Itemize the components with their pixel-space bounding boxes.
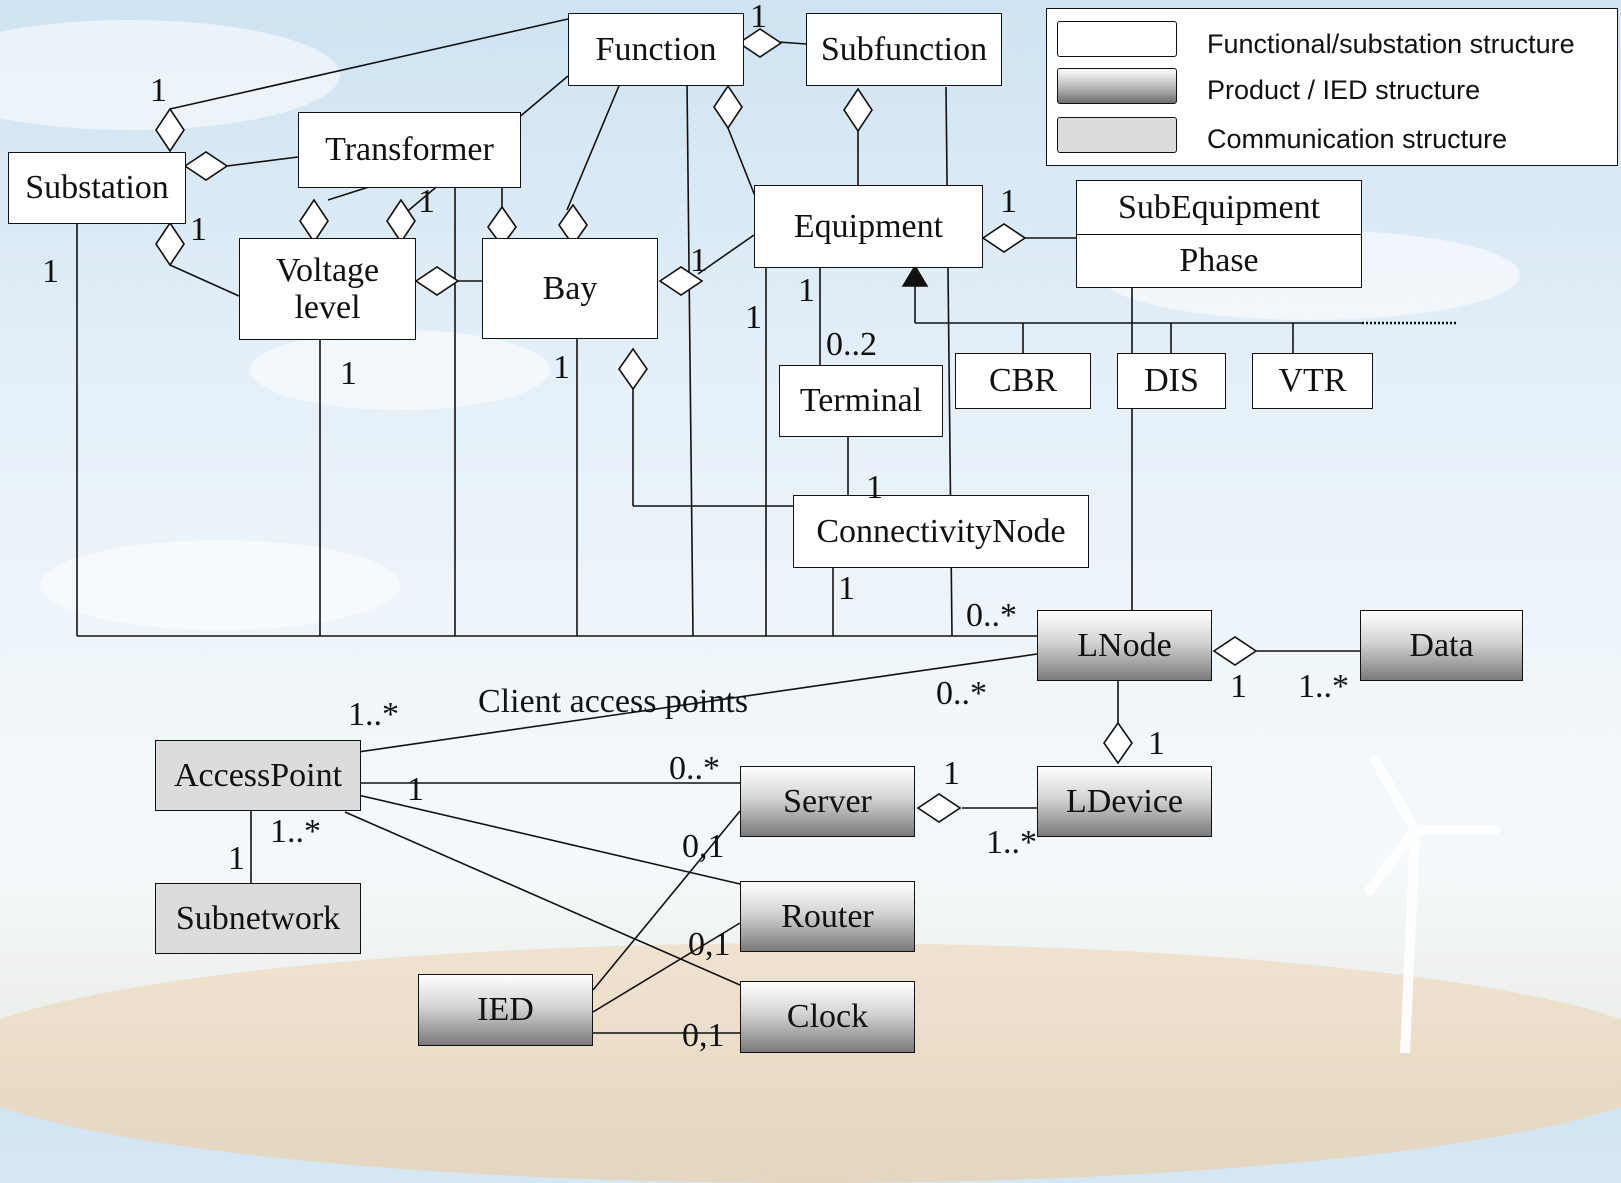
multiplicity-label: 1	[418, 183, 435, 220]
multiplicity-label: 1	[1000, 183, 1017, 220]
multiplicity-label: 0,1	[682, 828, 725, 865]
uml-connectors	[76, 18, 1500, 1053]
inheritance-arrow-icon	[901, 264, 929, 287]
legend-swatch-product	[1057, 68, 1177, 104]
transformer-box: Transformer	[298, 112, 521, 188]
multiplicity-label: 1	[228, 840, 245, 877]
aggregation-diamonds	[155, 28, 1258, 823]
background-cloud	[250, 330, 550, 410]
multiplicity-label: 1	[150, 72, 167, 109]
multiplicity-label: 1	[866, 469, 883, 506]
legend-swatch-functional	[1057, 21, 1177, 57]
multiplicity-label: 1	[1148, 725, 1165, 762]
multiplicity-label: 1	[838, 570, 855, 607]
background-cloud	[40, 540, 400, 630]
multiplicity-label: 0..*	[669, 750, 720, 787]
subfunction-box: Subfunction	[806, 13, 1002, 86]
dis-box: DIS	[1117, 353, 1226, 409]
multiplicity-label: 1	[190, 211, 207, 248]
multiplicity-label: 1	[943, 755, 960, 792]
legend-label-functional: Functional/substation structure	[1207, 29, 1575, 59]
multiplicity-label: 0,1	[688, 926, 731, 963]
server-box: Server	[740, 766, 915, 837]
multiplicity-label: 1	[42, 253, 59, 290]
terminal-box: Terminal	[779, 365, 943, 437]
voltage-level-box: Voltage level	[239, 238, 416, 340]
multiplicity-label: 1..*	[986, 824, 1037, 861]
ldevice-box: LDevice	[1037, 766, 1212, 837]
multiplicity-label: 1	[553, 349, 570, 386]
access-point-box: AccessPoint	[155, 740, 361, 811]
multiplicity-label: 1..*	[270, 813, 321, 850]
cbr-box: CBR	[955, 353, 1091, 409]
multiplicity-label: 0..*	[966, 597, 1017, 634]
multiplicity-label: 1	[1230, 668, 1247, 705]
multiplicity-label: 1	[745, 299, 762, 336]
multiplicity-label: 1	[798, 272, 815, 309]
wind-turbine-icon	[1365, 755, 1500, 1053]
ied-box: IED	[418, 974, 593, 1046]
multiplicity-label: 1..*	[348, 696, 399, 733]
legend-label-communication: Communication structure	[1207, 124, 1508, 154]
subequipment-box: SubEquipment Phase	[1076, 180, 1362, 288]
multiplicity-label: 0..2	[826, 326, 877, 363]
bay-box: Bay	[482, 238, 658, 339]
multiplicity-label: 0..*	[936, 675, 987, 712]
multiplicity-label: 1	[750, 0, 767, 35]
multiplicity-label: 1..*	[1298, 668, 1349, 705]
legend-label-product: Product / IED structure	[1207, 75, 1481, 105]
data-box: Data	[1360, 610, 1523, 681]
client-access-points-label: Client access points	[478, 683, 749, 720]
clock-box: Clock	[740, 981, 915, 1053]
connectivity-node-box: ConnectivityNode	[793, 495, 1089, 568]
multiplicity-label: 1	[690, 242, 707, 279]
subequipment-label: SubEquipment	[1077, 181, 1361, 235]
function-box: Function	[568, 13, 744, 86]
legend: Functional/substation structure Product …	[1046, 8, 1618, 166]
legend-swatch-communication	[1057, 117, 1177, 153]
subnetwork-box: Subnetwork	[155, 883, 361, 954]
multiplicity-label: 0,1	[682, 1017, 725, 1054]
lnode-box: LNode	[1037, 610, 1212, 681]
multiplicity-label: 1	[340, 355, 357, 392]
vtr-box: VTR	[1252, 353, 1373, 409]
equipment-box: Equipment	[754, 185, 983, 268]
multiplicity-label: 1	[407, 771, 424, 808]
router-box: Router	[740, 881, 915, 952]
substation-box: Substation	[8, 152, 186, 224]
phase-label: Phase	[1179, 242, 1259, 280]
